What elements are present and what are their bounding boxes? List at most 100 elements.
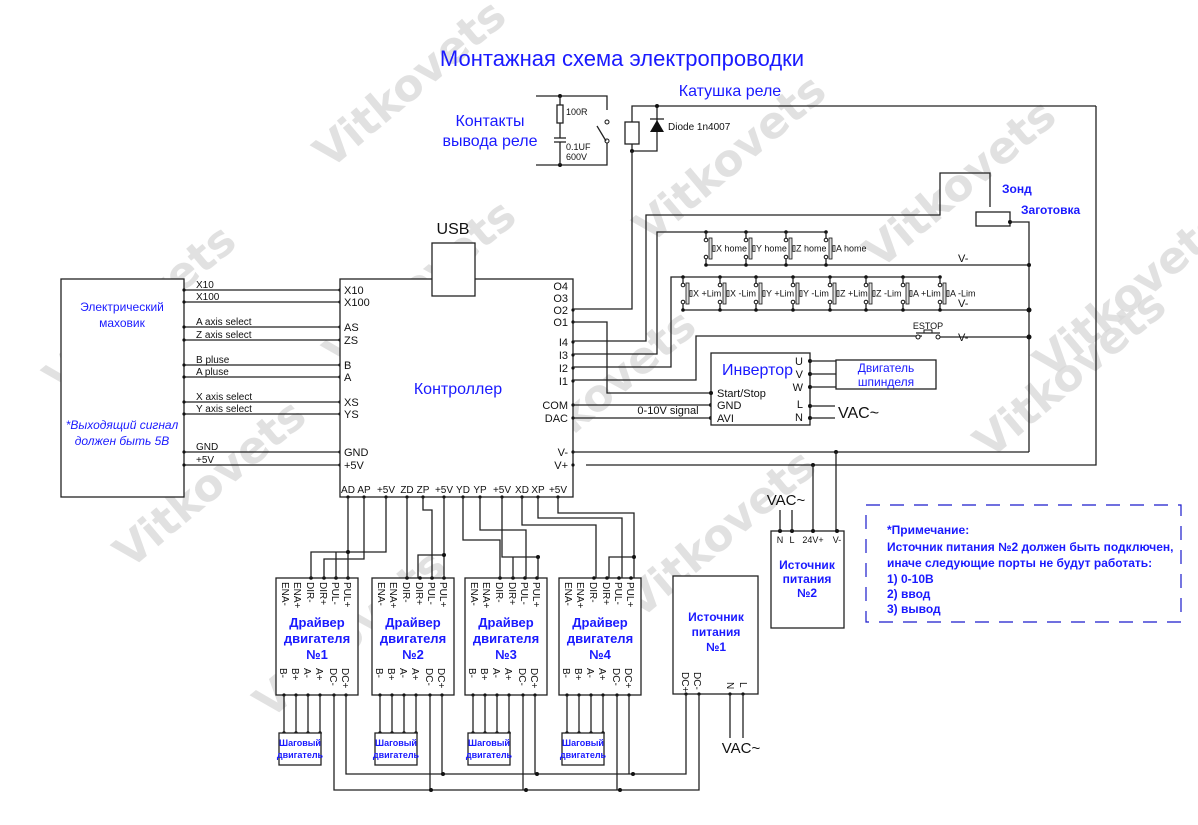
controller-pin: X10: [344, 285, 364, 297]
stepper-label: двигатель: [466, 750, 513, 760]
controller-pin: V-: [558, 447, 569, 459]
inverter-box: [710, 352, 811, 426]
stepper-box: [561, 732, 605, 766]
controller-pin: ZS: [344, 335, 358, 347]
vminus-label: V-: [958, 332, 969, 344]
controller-pin: ZP: [417, 485, 430, 496]
driver-title: двигателя: [380, 631, 446, 646]
switch-label: Z home: [796, 244, 827, 254]
psu1-title: №1: [706, 640, 726, 654]
psu2-title: №2: [797, 586, 817, 600]
resistor-icon: [556, 104, 564, 124]
driver-pin: DC-: [423, 668, 434, 686]
driver-pin: DIR+: [413, 582, 424, 605]
driver-title: двигателя: [567, 631, 633, 646]
driver-pin: DC+: [622, 668, 633, 688]
inverter-pin: Start/Stop: [717, 388, 766, 400]
controller-pin: +5V: [549, 485, 567, 496]
relay-coil-icon: [624, 121, 640, 145]
controller-pin: I3: [559, 350, 568, 362]
driver-pin: ENA-: [375, 582, 386, 606]
driver-pin: B-: [466, 668, 477, 678]
driver-pin: DIR+: [317, 582, 328, 605]
relay-section: Контакты вывода реле Катушка реле 100R 0…: [442, 83, 1096, 167]
driver-pin: ENA-: [279, 582, 290, 606]
note-line: 3) вывод: [887, 602, 941, 616]
handwheel-signal-label: X10: [196, 280, 214, 291]
controller-pin: XP: [531, 485, 545, 496]
handwheel-signal-label: X100: [196, 292, 220, 303]
driver-pin: B-: [373, 668, 384, 678]
switch-icon: [795, 282, 800, 305]
driver-title: №1: [306, 647, 328, 662]
switch-icon: [788, 237, 793, 260]
driver-signal-wires: [310, 497, 636, 578]
relay-contacts-label: Контакты: [455, 113, 524, 130]
handwheel-signal-label: B pluse: [196, 355, 230, 366]
relay-contacts-label: вывода реле: [442, 133, 537, 150]
stepper-label: Шаговый: [375, 738, 417, 748]
controller-pin: XD: [515, 485, 529, 496]
inverter-pin: V: [796, 369, 804, 381]
psu1-title: Источник: [688, 610, 745, 624]
resistor-value: 100R: [566, 107, 588, 117]
controller-output-wires: 0-10V signal: [573, 151, 1029, 530]
controller-pin: A: [344, 372, 352, 384]
note-line: 1) 0-10В: [887, 572, 934, 586]
switch-label: X -Lim: [730, 289, 756, 299]
switch-icon: [828, 237, 833, 260]
handwheel-signal-label: Y axis select: [196, 404, 252, 415]
handwheel-title: Электрический: [80, 300, 164, 314]
usb-label: USB: [437, 221, 470, 238]
controller-pin: ZD: [400, 485, 413, 496]
driver-title: Драйвер: [478, 615, 533, 630]
psu1-box: [672, 575, 759, 695]
stepper-label: двигатель: [277, 750, 324, 760]
controller-pin: V+: [554, 460, 568, 472]
driver-pin: PUL+: [624, 582, 635, 607]
controller-pin: YD: [456, 485, 470, 496]
controller-pin: +5V: [344, 460, 365, 472]
note-line: 2) ввод: [887, 587, 931, 601]
switch-label: X +Lim: [693, 289, 721, 299]
driver-pin: PUL+: [437, 582, 448, 607]
handwheel-note: должен быть 5В: [75, 434, 170, 448]
handwheel-signal-label: Z axis select: [196, 330, 252, 341]
stepper-box: [374, 732, 418, 766]
stepper-box: [278, 732, 322, 766]
driver-pin: A-: [301, 668, 312, 678]
driver-pin: PUL-: [329, 582, 340, 605]
driver-pin: DIR+: [506, 582, 517, 605]
driver-box: [371, 577, 455, 696]
stepper-label: Шаговый: [279, 738, 321, 748]
driver-pin: DIR+: [600, 582, 611, 605]
note-line: Источник питания №2 должен быть подключе…: [887, 540, 1173, 554]
driver-pin: B+: [572, 668, 583, 681]
controller-title: Контроллер: [414, 381, 502, 398]
driver-pin: DC+: [339, 668, 350, 688]
psu2-pin: 24V+: [802, 535, 823, 545]
driver-title: Драйвер: [572, 615, 627, 630]
relay-coil-label: Катушка реле: [679, 83, 782, 100]
psu2-module: N L 24V+ V- VAC~ Источник питания №2: [767, 492, 845, 629]
driver-pin: DC+: [435, 668, 446, 688]
driver-pin: A+: [313, 668, 324, 681]
controller-pin: X100: [344, 297, 370, 309]
driver-box: [558, 577, 642, 696]
driver-title: №4: [589, 647, 611, 662]
switch-icon: [748, 237, 753, 260]
driver-pin: DC-: [327, 668, 338, 686]
controller-pin: O1: [553, 317, 568, 329]
spindle-box: [835, 359, 937, 390]
driver-box: [464, 577, 548, 696]
driver-pin: A+: [502, 668, 513, 681]
estop-label: ESTOP: [913, 321, 943, 331]
driver-title: Драйвер: [289, 615, 344, 630]
usb-port[interactable]: [431, 242, 476, 297]
driver-title: двигателя: [284, 631, 350, 646]
